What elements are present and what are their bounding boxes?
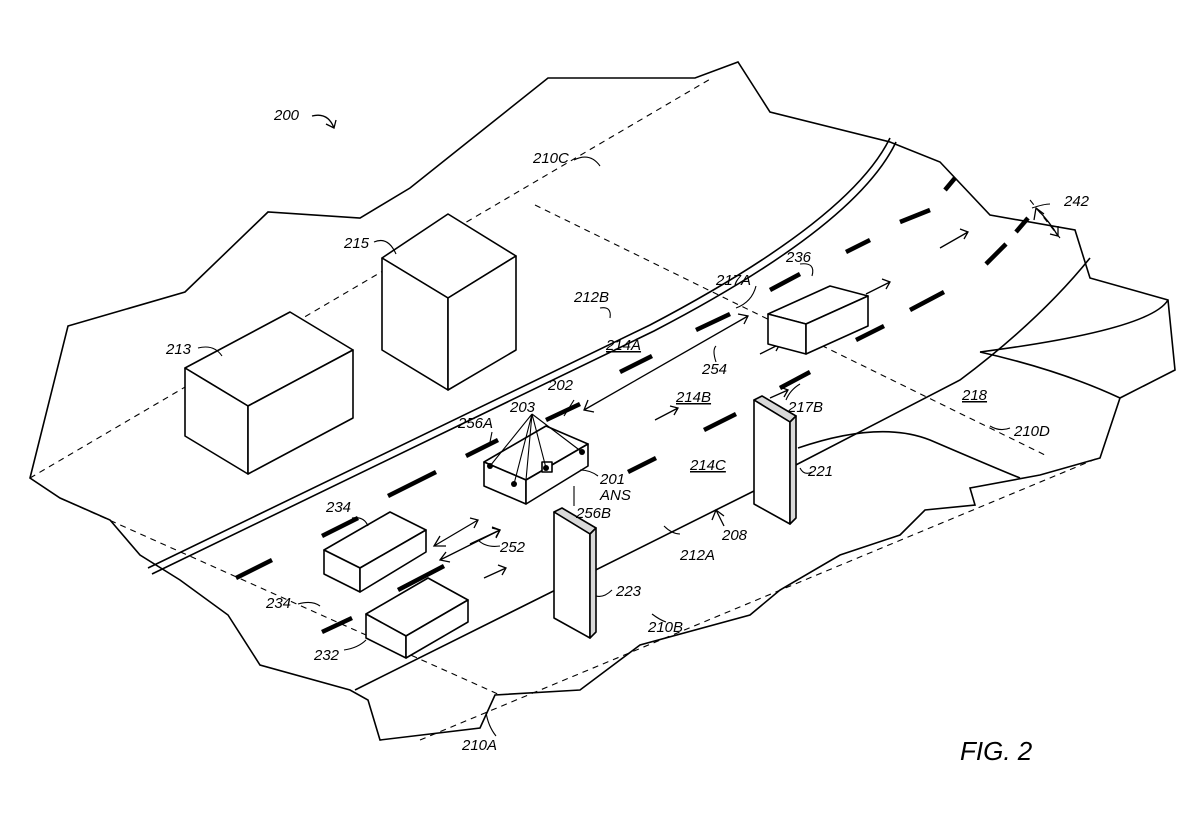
- vehicle-234: [323, 511, 427, 593]
- vehicle-202: [483, 413, 589, 505]
- boundary-210A: [59, 497, 501, 696]
- label-210D: 210D: [1013, 423, 1050, 440]
- label-217A: 217A: [715, 272, 751, 289]
- label-236: 236: [785, 249, 812, 266]
- label-218: 218: [961, 387, 988, 404]
- label-223: 223: [615, 583, 642, 600]
- label-256A: 256A: [457, 415, 493, 432]
- range-arrow-254: [583, 313, 749, 413]
- label-200: 200: [273, 107, 300, 124]
- label-234-lower: 234: [265, 595, 291, 612]
- label-201: 201: [599, 471, 625, 488]
- label-212A: 212A: [679, 547, 715, 564]
- building-213: [184, 311, 354, 475]
- label-232: 232: [313, 647, 340, 664]
- object-223: [553, 507, 597, 639]
- label-ans: ANS: [599, 487, 631, 504]
- sensor-leads-203: [489, 413, 583, 485]
- terrain-outline: [29, 61, 1176, 741]
- label-210B: 210B: [647, 619, 683, 636]
- label-210C: 210C: [532, 150, 569, 167]
- boundary-210D-line: [534, 204, 1046, 456]
- lane-markings-217A: [234, 176, 957, 581]
- figure-caption: FIG. 2: [960, 736, 1033, 766]
- shoulder-curve: [797, 430, 1021, 479]
- ramp-218-edge2: [979, 299, 1169, 353]
- object-221: [753, 395, 797, 525]
- road-edge-212A-far: [789, 257, 1091, 469]
- label-214A: 214A: [605, 337, 641, 354]
- label-215: 215: [343, 235, 370, 252]
- leader-lines: [197, 156, 1051, 737]
- label-254: 254: [701, 361, 727, 378]
- label-213: 213: [165, 341, 192, 358]
- label-252: 252: [499, 539, 526, 556]
- building-215: [381, 213, 517, 391]
- arrow-200: [311, 114, 337, 129]
- label-214B: 214B: [675, 389, 711, 406]
- vehicle-236: [767, 285, 869, 355]
- boundary-242-line: [1029, 199, 1061, 239]
- label-242: 242: [1063, 193, 1090, 210]
- label-212B: 212B: [573, 289, 609, 306]
- arrow-208: [711, 508, 725, 527]
- label-256B: 256B: [575, 505, 611, 522]
- road-edge-212B: [147, 137, 891, 569]
- road-edge-212B-inner: [151, 141, 897, 575]
- label-208: 208: [721, 527, 748, 544]
- label-234-upper: 234: [325, 499, 351, 516]
- boundary-210C: [29, 77, 713, 479]
- label-214C: 214C: [689, 457, 726, 474]
- lane-markings-217B: [321, 216, 1030, 635]
- ramp-218-edge: [979, 351, 1121, 399]
- label-203: 203: [509, 399, 536, 416]
- label-221: 221: [807, 463, 833, 480]
- vehicle-232: [365, 577, 469, 659]
- range-arrow-242: [1033, 206, 1059, 237]
- label-210A: 210A: [461, 737, 497, 754]
- label-217B: 217B: [787, 399, 823, 416]
- label-202: 202: [547, 377, 574, 394]
- boundary-210B-line: [419, 457, 1099, 741]
- range-arrow-252: [432, 517, 501, 563]
